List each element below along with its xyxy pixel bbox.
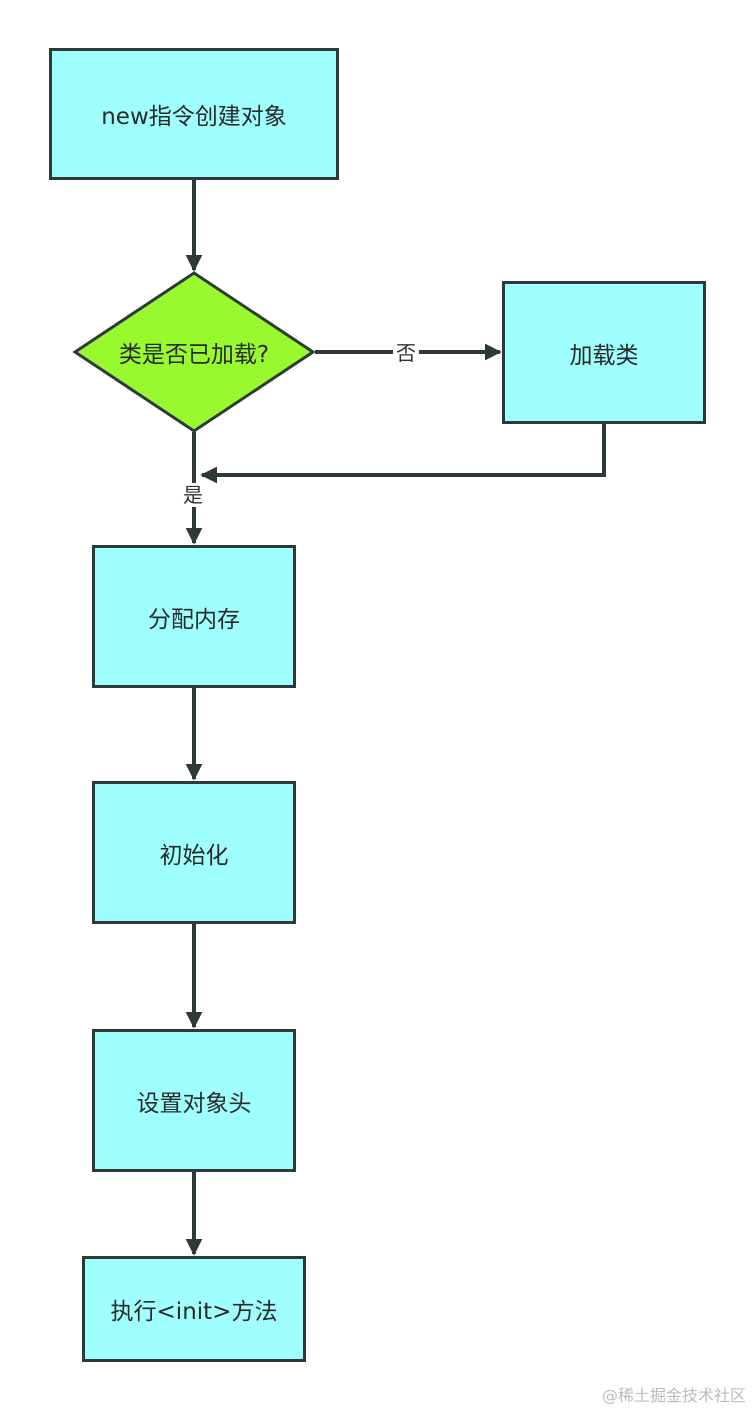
node-allocate-memory-label: 分配内存 <box>148 606 240 633</box>
node-exec-init-label: 执行<init>方法 <box>110 1299 278 1325</box>
node-allocate-memory: 分配内存 <box>92 545 296 688</box>
watermark: @稀土掘金技术社区 <box>601 1386 746 1405</box>
edge-load-back <box>200 424 606 484</box>
node-load-class: 加载类 <box>502 281 706 424</box>
node-initialize-label: 初始化 <box>159 842 229 869</box>
edge-label-yes: 是 <box>180 483 206 507</box>
node-create-object-label: new指令创建对象 <box>101 104 287 130</box>
decision-label: 类是否已加载? <box>118 342 270 368</box>
node-exec-init: 执行<init>方法 <box>82 1256 306 1362</box>
node-create-object: new指令创建对象 <box>49 48 339 180</box>
edge-label-no: 否 <box>393 341 419 365</box>
node-set-object-header: 设置对象头 <box>92 1029 296 1172</box>
node-initialize: 初始化 <box>92 781 296 924</box>
node-load-class-label: 加载类 <box>569 342 639 369</box>
node-set-object-header-label: 设置对象头 <box>136 1090 252 1117</box>
decision-diamond <box>72 271 316 433</box>
